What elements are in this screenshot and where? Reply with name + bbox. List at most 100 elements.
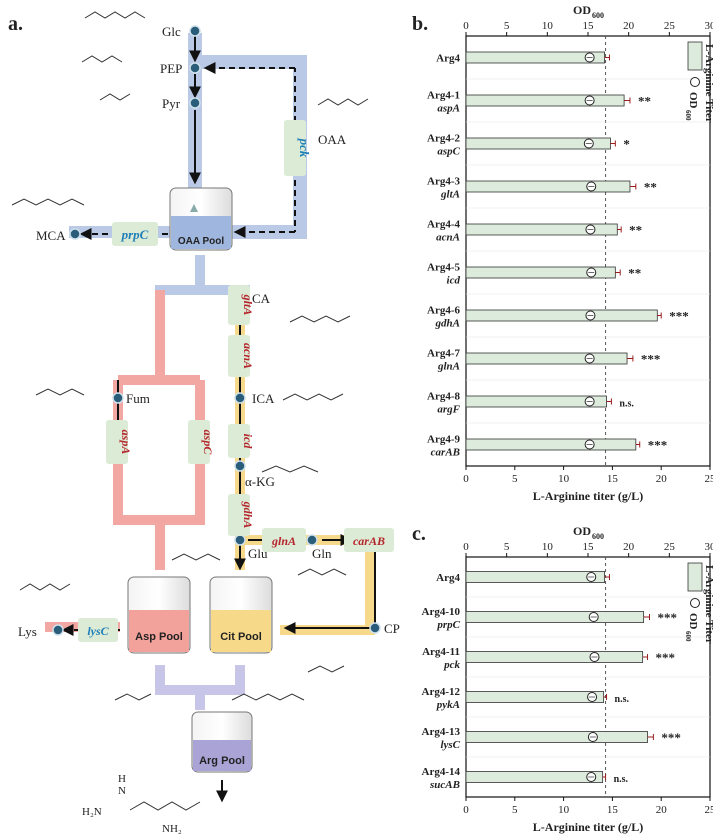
top-axis-title: OD <box>573 524 591 538</box>
category-label: Arg4 <box>436 53 460 65</box>
chemical-structures <box>11 11 369 811</box>
top-tick-label: 20 <box>623 541 635 553</box>
lys-label: Lys <box>18 624 37 639</box>
titer-bar <box>465 438 637 451</box>
x-tick-label: 20 <box>656 804 668 816</box>
gene-gltA-label: gltA <box>241 294 255 316</box>
category-sublabel: acnA <box>436 232 460 244</box>
gene-lysC-label: lysC <box>87 624 109 638</box>
category-label: Arg4-14 <box>422 766 461 778</box>
gene-aspC: aspC <box>188 420 215 464</box>
legend-swatch-titer <box>687 562 703 592</box>
ica-label: ICA <box>252 391 275 406</box>
struct-h: H <box>118 773 126 785</box>
legend-swatch-od <box>690 598 700 608</box>
top-tick-label: 0 <box>463 20 469 32</box>
gene-glnA: glnA <box>262 528 306 552</box>
top-tick-label: 25 <box>664 20 676 32</box>
gene-aspA-label: aspA <box>119 430 133 455</box>
gene-carAB-label: carAB <box>353 534 385 548</box>
panel-a-label: a. <box>8 13 23 35</box>
x-tick-label: 5 <box>512 473 518 485</box>
top-axis-subscript: 600 <box>592 11 604 20</box>
pool-oaa: OAA Pool <box>169 187 233 251</box>
top-tick-label: 20 <box>623 20 635 32</box>
gln-label: Gln <box>312 546 332 561</box>
pool-asp: Asp Pool <box>127 576 191 654</box>
pool-cit: Cit Pool <box>209 576 273 654</box>
category-sublabel: lysC <box>440 739 460 751</box>
oaa-label: OAA <box>318 132 347 147</box>
gene-acnA: acnA <box>228 335 255 377</box>
titer-bar <box>465 309 658 322</box>
significance-mark: n.s. <box>619 399 634 410</box>
top-tick-label: 5 <box>504 20 510 32</box>
top-tick-label: 5 <box>504 541 510 553</box>
category-sublabel: sucAB <box>429 779 460 791</box>
legend-label-od-sub: 600 <box>684 110 692 121</box>
gene-gdhA-label: gdhA <box>241 501 255 529</box>
category-sublabel: aspA <box>437 103 460 115</box>
titer-bar <box>465 51 605 64</box>
top-tick-label: 15 <box>583 541 595 553</box>
akg-label: α-KG <box>245 474 275 489</box>
top-axis-subscript: 600 <box>592 532 604 541</box>
gene-pck-label: pck <box>297 138 312 158</box>
category-label: Arg4-2 <box>427 133 460 145</box>
category-sublabel: icd <box>447 275 461 287</box>
category-sublabel: aspC <box>437 146 460 158</box>
struct-nh2: NH₂ <box>162 823 182 835</box>
ica-node <box>234 392 246 404</box>
significance-mark: *** <box>661 730 681 745</box>
significance-mark: n.s. <box>614 774 629 785</box>
titer-bar <box>465 611 645 623</box>
fum-node <box>112 392 124 404</box>
category-label: Arg4-5 <box>427 262 460 274</box>
category-sublabel: gdhA <box>435 318 460 330</box>
top-tick-label: 25 <box>664 541 676 553</box>
gene-gdhA: gdhA <box>228 494 255 536</box>
top-tick-label: 15 <box>583 20 595 32</box>
glu-node <box>234 534 246 546</box>
significance-mark: n.s. <box>615 694 630 705</box>
legend-label-titer: L-Arginine Titer <box>703 565 713 644</box>
pool-asp-label: Asp Pool <box>135 631 183 643</box>
pep-node <box>189 62 201 74</box>
titer-bar <box>465 94 625 107</box>
gene-gltA: gltA <box>228 285 255 325</box>
significance-mark: *** <box>641 352 661 367</box>
legend-swatch-od <box>690 77 700 87</box>
struct-h2n: H₂N <box>82 806 102 818</box>
gene-boxes: pck prpC gltA acnA icd aspA <box>78 120 394 642</box>
pool-oaa-label: OAA Pool <box>178 236 225 247</box>
category-label: Arg4-7 <box>427 348 460 360</box>
x-tick-label: 0 <box>463 804 469 816</box>
category-label: Arg4-13 <box>422 726 461 738</box>
legend-label-od: OD <box>687 92 699 109</box>
legend-label-titer: L-Arginine Titer <box>703 44 713 123</box>
category-label: Arg4-3 <box>427 176 460 188</box>
titer-bar <box>465 651 644 663</box>
akg-node <box>234 460 246 472</box>
significance-mark: *** <box>657 610 677 625</box>
category-label: Arg4-8 <box>427 391 460 403</box>
pool-arg: Arg Pool <box>191 711 253 773</box>
significance-mark: *** <box>648 438 668 453</box>
gene-icd: icd <box>228 424 255 458</box>
significance-mark: ** <box>644 180 657 195</box>
significance-mark: * <box>623 137 630 152</box>
pool-arg-label: Arg Pool <box>199 755 245 767</box>
x-axis-title: L-Arginine titer (g/L) <box>533 820 643 834</box>
lavender-path <box>155 665 245 710</box>
titer-bar <box>465 180 631 193</box>
titer-bar <box>465 571 605 583</box>
significance-mark: ** <box>628 266 641 281</box>
x-tick-label: 5 <box>512 804 518 816</box>
panel-c-label: c. <box>412 523 426 545</box>
glc-label: Glc <box>162 24 181 39</box>
pep-label: PEP <box>160 61 182 76</box>
pool-cit-label: Cit Pool <box>220 631 262 643</box>
mca-label: MCA <box>36 228 66 243</box>
